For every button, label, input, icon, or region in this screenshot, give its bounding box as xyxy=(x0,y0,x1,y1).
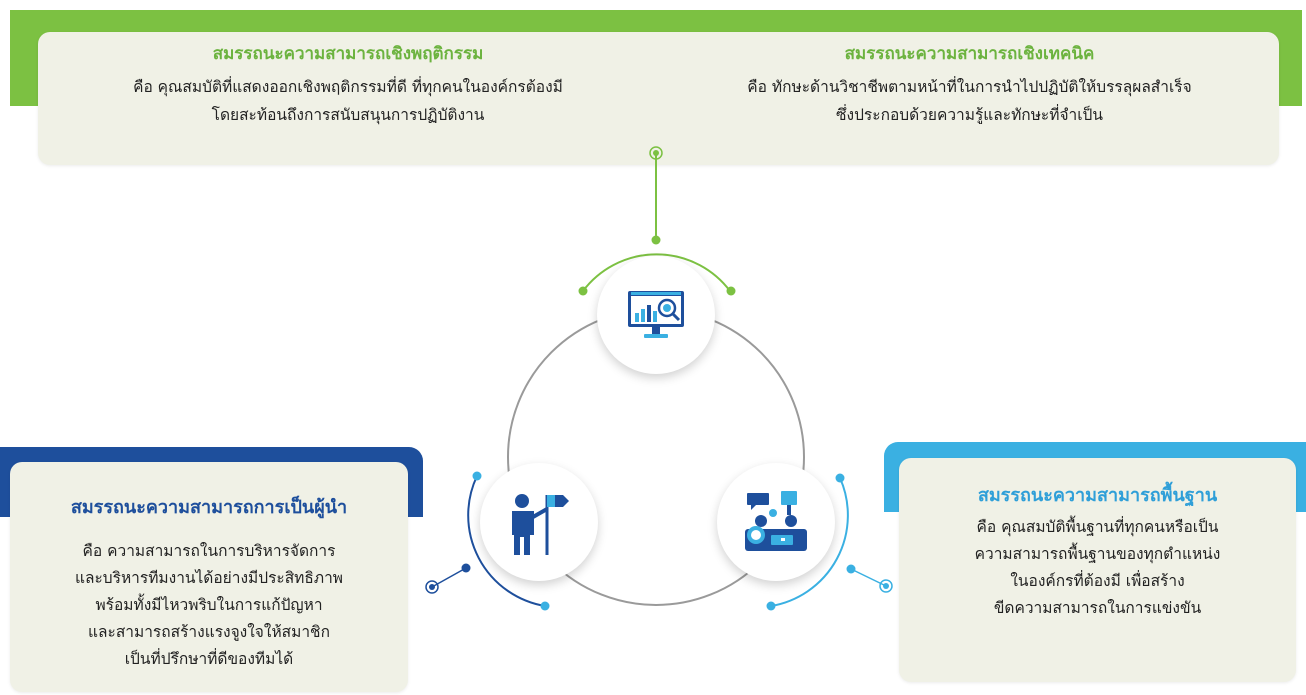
basic-description: คือ คุณสมบัติพื้นฐานที่ทุกคนหรือเป็น ควา… xyxy=(899,514,1296,622)
monitor-analytics-icon xyxy=(628,291,684,338)
behavioral-section: สมรรถนะความสามารถเชิงพฤติกรรม คือ คุณสมบ… xyxy=(38,40,658,129)
left-arc-dot-bottom xyxy=(540,601,550,611)
technical-section: สมรรถนะความสามารถเชิงเทคนิค คือ ทักษะด้า… xyxy=(660,40,1279,129)
right-target-inner xyxy=(883,583,889,589)
teamwork-icon xyxy=(745,491,807,551)
top-node xyxy=(597,256,715,374)
basic-line: ความสามารถพื้นฐานของทุกตำแหน่ง xyxy=(974,545,1221,563)
right-node xyxy=(717,463,835,581)
leadership-line: คือ ความสามารถในการบริหารจัดการ xyxy=(82,542,336,560)
technical-line-1: คือ ทักษะด้านวิชาชีพตามหน้าที่ในการนำไปป… xyxy=(747,78,1192,96)
top-card: สมรรถนะความสามารถเชิงพฤติกรรม คือ คุณสมบ… xyxy=(38,32,1279,165)
top-arc xyxy=(582,253,731,292)
right-target-outer xyxy=(879,579,893,593)
leadership-line: และบริหารทีมงานได้อย่างมีประสิทธิภาพ xyxy=(74,569,344,587)
leader-flag-icon xyxy=(512,494,569,555)
leadership-line: และสามารถสร้างแรงจูงใจให้สมาชิก xyxy=(88,623,330,641)
leadership-line: พร้อมทั้งมีไหวพริบในการแก้ปัญหา xyxy=(95,596,323,614)
right-card: สมรรถนะความสามารถพื้นฐาน คือ คุณสมบัติพื… xyxy=(899,458,1296,682)
basic-line: ในองค์กรที่ต้องมี เพื่อสร้าง xyxy=(1010,572,1185,590)
basic-line: ขีดความสามารถในการแข่งขัน xyxy=(993,599,1202,617)
right-arc-dot-bottom xyxy=(766,601,776,611)
leadership-title: สมรรถนะความสามารถการเป็นผู้นำ xyxy=(70,497,348,518)
leadership-line: เป็นที่ปรึกษาที่ดีของทีมได้ xyxy=(124,650,294,668)
right-arc-dot-top xyxy=(835,473,845,483)
top-arc-dot-left xyxy=(578,286,588,296)
left-node xyxy=(480,463,598,581)
behavioral-title: สมรรถนะความสามารถเชิงพฤติกรรม xyxy=(212,44,484,64)
left-card: สมรรถนะความสามารถการเป็นผู้นำ คือ ความสา… xyxy=(10,462,408,692)
top-arc-dot-right xyxy=(726,286,736,296)
leadership-description: คือ ความสามารถในการบริหารจัดการ และบริหา… xyxy=(10,538,408,673)
left-arc-dot-top xyxy=(472,471,482,481)
basic-line: คือ คุณสมบัติพื้นฐานที่ทุกคนหรือเป็น xyxy=(976,518,1219,536)
left-arc xyxy=(467,475,546,607)
technical-line-2: ซึ่งประกอบด้วยความรู้และทักษะที่จำเป็น xyxy=(836,106,1103,124)
right-arc xyxy=(770,477,849,607)
behavioral-description: คือ คุณสมบัติที่แสดงออกเชิงพฤติกรรมที่ดี… xyxy=(38,73,658,129)
top-arc-dot-center xyxy=(651,235,661,245)
left-target-outer xyxy=(425,580,439,594)
technical-description: คือ ทักษะด้านวิชาชีพตามหน้าที่ในการนำไปป… xyxy=(660,73,1279,129)
behavioral-line-1: คือ คุณสมบัติที่แสดงออกเชิงพฤติกรรมที่ดี… xyxy=(133,78,563,96)
basic-title: สมรรถนะความสามารถพื้นฐาน xyxy=(977,485,1218,506)
top-target-outer xyxy=(649,146,663,160)
left-target-inner xyxy=(429,584,435,590)
top-target-inner xyxy=(653,150,659,156)
behavioral-line-2: โดยสะท้อนถึงการสนับสนุนการปฏิบัติงาน xyxy=(211,106,485,124)
technical-title: สมรรถนะความสามารถเชิงเทคนิค xyxy=(844,44,1095,64)
